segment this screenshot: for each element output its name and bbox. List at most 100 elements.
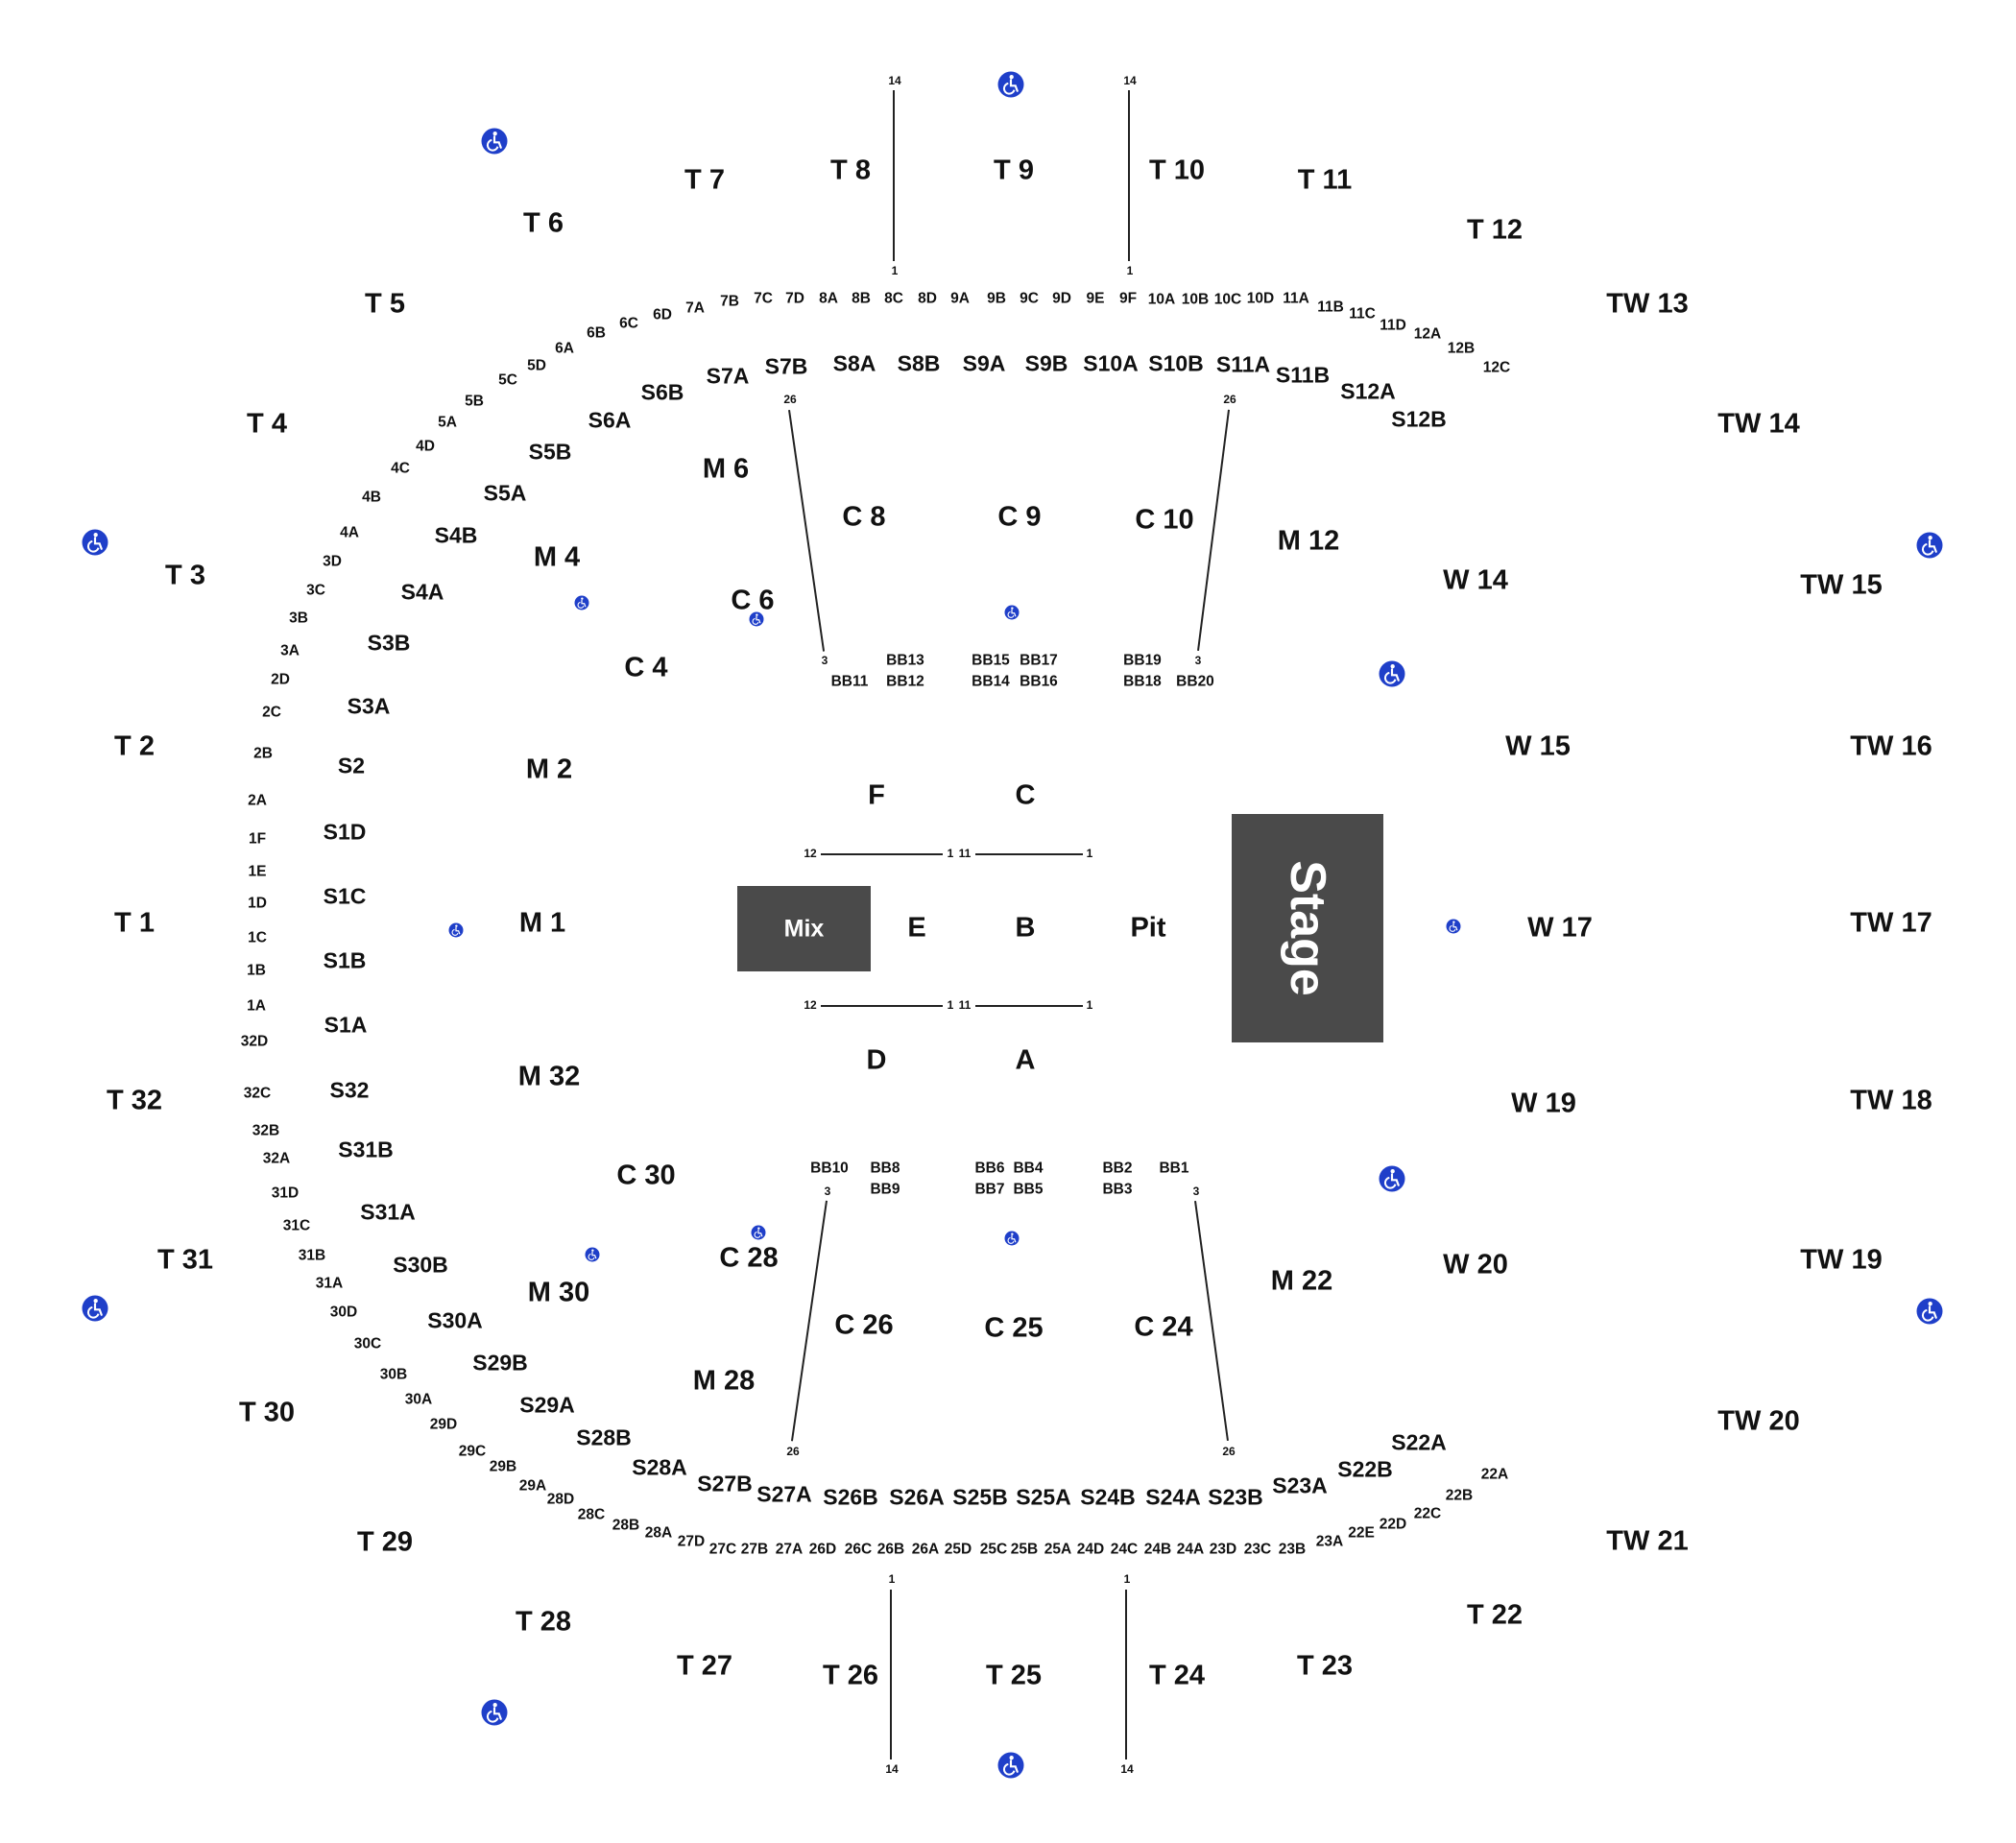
section-t7[interactable]: T 7 (684, 164, 725, 196)
box-seat[interactable]: 25B (1010, 1541, 1039, 1558)
box-seat[interactable]: 5A (438, 414, 457, 431)
section-t26[interactable]: T 26 (822, 1660, 879, 1691)
bb-box[interactable]: BB1 (1159, 1160, 1189, 1177)
box-seat[interactable]: 2A (248, 792, 267, 809)
section-m30[interactable]: M 30 (527, 1277, 590, 1308)
section-s24b[interactable]: S24B (1080, 1484, 1136, 1510)
section-t27[interactable]: T 27 (676, 1650, 733, 1682)
box-seat[interactable]: 27B (740, 1541, 769, 1558)
section-w15[interactable]: W 15 (1505, 730, 1571, 762)
section-s29a[interactable]: S29A (519, 1392, 575, 1418)
bb-box[interactable]: BB4 (1013, 1160, 1044, 1177)
box-seat[interactable]: 30C (353, 1335, 382, 1352)
section-tw18[interactable]: TW 18 (1850, 1085, 1932, 1116)
box-seat[interactable]: 23B (1278, 1541, 1307, 1558)
box-seat[interactable]: 9A (950, 290, 970, 307)
box-seat[interactable]: 32C (243, 1085, 272, 1102)
section-c4[interactable]: C 4 (624, 652, 668, 683)
bb-box[interactable]: BB20 (1176, 673, 1214, 690)
section-t25[interactable]: T 25 (985, 1660, 1043, 1691)
box-seat[interactable]: 9E (1086, 290, 1105, 307)
section-s28b[interactable]: S28B (576, 1424, 632, 1450)
box-seat[interactable]: 6B (587, 324, 606, 342)
box-seat[interactable]: 28A (644, 1524, 673, 1542)
box-seat[interactable]: 25D (944, 1541, 972, 1558)
box-seat[interactable]: 6C (619, 315, 638, 332)
box-seat[interactable]: 22E (1348, 1524, 1375, 1542)
section-t1[interactable]: T 1 (114, 907, 155, 939)
box-seat[interactable]: 27A (775, 1541, 804, 1558)
box-seat[interactable]: 9B (987, 290, 1006, 307)
bb-box[interactable]: BB14 (972, 673, 1010, 690)
section-m22[interactable]: M 22 (1270, 1265, 1333, 1297)
section-d[interactable]: D (866, 1044, 887, 1076)
box-seat[interactable]: 23D (1209, 1541, 1237, 1558)
section-tw13[interactable]: TW 13 (1606, 288, 1689, 320)
section-s1d[interactable]: S1D (323, 819, 367, 845)
box-seat[interactable]: 10A (1147, 291, 1176, 308)
box-seat[interactable]: 30B (379, 1366, 408, 1383)
bb-box[interactable]: BB6 (974, 1160, 1005, 1177)
box-seat[interactable]: 29A (518, 1477, 547, 1495)
section-s11b[interactable]: S11B (1275, 362, 1331, 388)
section-s22a[interactable]: S22A (1391, 1429, 1447, 1455)
bb-box[interactable]: BB8 (870, 1160, 900, 1177)
section-s24a[interactable]: S24A (1145, 1484, 1201, 1510)
section-c[interactable]: C (1015, 779, 1036, 811)
section-t23[interactable]: T 23 (1296, 1650, 1354, 1682)
section-c25[interactable]: C 25 (984, 1312, 1044, 1344)
section-c30[interactable]: C 30 (616, 1160, 676, 1191)
section-s25a[interactable]: S25A (1016, 1484, 1071, 1510)
box-seat[interactable]: 9C (1020, 290, 1039, 307)
section-c8[interactable]: C 8 (842, 501, 886, 533)
section-t3[interactable]: T 3 (165, 560, 205, 591)
box-seat[interactable]: 9D (1052, 290, 1071, 307)
box-seat[interactable]: 12C (1482, 359, 1511, 376)
box-seat[interactable]: 7D (785, 290, 804, 307)
section-c6[interactable]: C 6 (731, 585, 775, 616)
box-seat[interactable]: 8C (884, 290, 903, 307)
section-s26a[interactable]: S26A (889, 1484, 945, 1510)
box-seat[interactable]: 24D (1076, 1541, 1105, 1558)
section-c9[interactable]: C 9 (997, 501, 1042, 533)
section-tw21[interactable]: TW 21 (1606, 1525, 1689, 1557)
section-m1[interactable]: M 1 (518, 907, 566, 939)
section-s7a[interactable]: S7A (706, 363, 750, 389)
section-s8b[interactable]: S8B (897, 350, 941, 376)
box-seat[interactable]: 1A (247, 997, 266, 1015)
box-seat[interactable]: 22A (1480, 1466, 1509, 1483)
section-t10[interactable]: T 10 (1148, 155, 1206, 186)
bb-box[interactable]: BB12 (886, 673, 924, 690)
box-seat[interactable]: 23A (1315, 1533, 1344, 1550)
box-seat[interactable]: 4A (340, 524, 359, 541)
section-s3a[interactable]: S3A (347, 693, 391, 719)
box-seat[interactable]: 10D (1246, 290, 1275, 307)
box-seat[interactable]: 31B (298, 1247, 326, 1264)
box-seat[interactable]: 32B (252, 1122, 280, 1139)
section-tw15[interactable]: TW 15 (1800, 569, 1883, 601)
box-seat[interactable]: 8B (852, 290, 871, 307)
section-t4[interactable]: T 4 (247, 408, 287, 440)
section-s9b[interactable]: S9B (1024, 350, 1068, 376)
box-seat[interactable]: 29D (429, 1416, 458, 1433)
box-seat[interactable]: 32A (262, 1150, 291, 1167)
bb-box[interactable]: BB18 (1123, 673, 1162, 690)
box-seat[interactable]: 28D (546, 1491, 575, 1508)
bb-box[interactable]: BB17 (1020, 652, 1058, 669)
section-tw16[interactable]: TW 16 (1850, 730, 1932, 762)
section-s6b[interactable]: S6B (640, 379, 684, 405)
box-seat[interactable]: 23C (1243, 1541, 1272, 1558)
section-t12[interactable]: T 12 (1466, 214, 1524, 246)
box-seat[interactable]: 2C (262, 704, 281, 721)
section-s10b[interactable]: S10B (1148, 350, 1204, 376)
box-seat[interactable]: 3D (323, 553, 342, 570)
section-w19[interactable]: W 19 (1511, 1088, 1576, 1119)
bb-box[interactable]: BB2 (1102, 1160, 1133, 1177)
section-s12b[interactable]: S12B (1391, 406, 1447, 432)
section-s5a[interactable]: S5A (483, 480, 527, 506)
box-seat[interactable]: 7B (720, 293, 739, 310)
section-s30b[interactable]: S30B (393, 1252, 448, 1278)
section-w17[interactable]: W 17 (1527, 912, 1593, 944)
section-b[interactable]: B (1015, 912, 1036, 944)
box-seat[interactable]: 24A (1176, 1541, 1205, 1558)
